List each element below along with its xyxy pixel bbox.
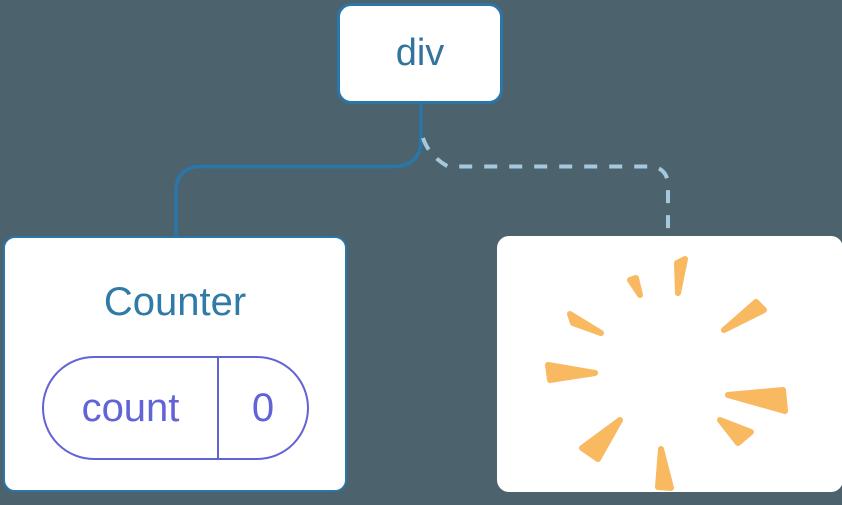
state-name-label: count — [81, 385, 180, 430]
state-value-label: 0 — [217, 358, 307, 458]
poof-spark — [674, 256, 688, 296]
state-pill: count 0 — [42, 356, 309, 460]
poof-spark — [721, 299, 767, 333]
poof-spark — [545, 362, 598, 383]
counter-title: Counter — [103, 280, 247, 324]
poof-spark — [567, 311, 604, 336]
counter-component-card: Counter count 0 — [3, 236, 347, 492]
dashed-link-line — [421, 137, 670, 236]
poof-spark — [655, 446, 674, 491]
poof-spark — [579, 417, 623, 462]
solid-link-line — [174, 101, 423, 239]
removed-component-card — [497, 236, 842, 492]
tree-node-div-label: div — [395, 32, 445, 74]
poof-icon — [545, 256, 788, 491]
poof-spark — [717, 417, 754, 446]
tree-node-div: div — [337, 3, 503, 104]
poof-spark — [627, 275, 643, 298]
poof-spark — [725, 387, 788, 414]
